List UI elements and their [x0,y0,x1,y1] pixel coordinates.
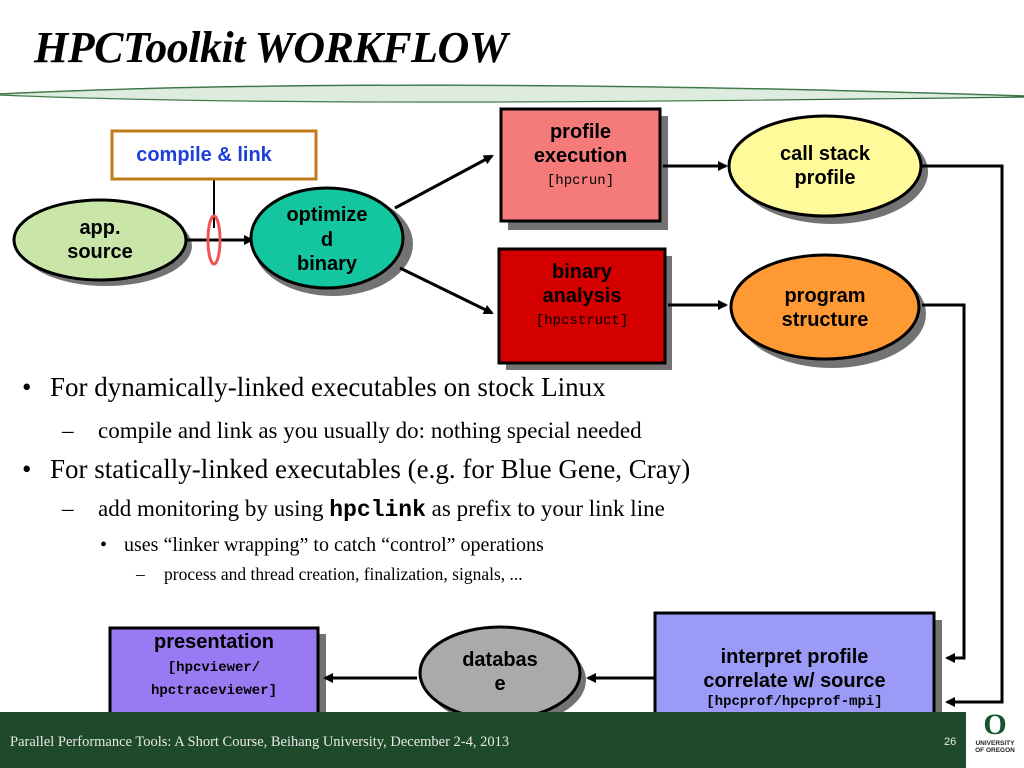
logo-line-2: OF OREGON [975,747,1015,754]
app-source-shape [12,198,188,282]
app-source-label: app. source [67,216,133,263]
program-structure-shape [729,253,921,361]
database-label: databas e [462,648,538,695]
call-stack-profile-label: call stack profile [779,142,871,189]
logo-line-1: UNIVERSITY [975,740,1015,747]
binary-analysis-shape [497,247,667,365]
hpclink-code: hpclink [329,497,426,523]
university-logo: O UNIVERSITY OF OREGON [966,708,1024,768]
dash-icon: – [136,564,145,584]
optimized-binary-label: optimize d binary [286,204,368,276]
bullet-dot-icon: • [22,372,32,402]
program-structure-label: program structure [781,284,869,331]
interpret-profile-label: interpret profile correlate w/ source [h… [703,646,886,710]
dash-icon: – [62,418,74,443]
presentation-shape [108,626,320,730]
profile-execution-shape [499,107,662,223]
optimized-binary-shape [249,186,405,290]
footer-bar [0,712,1024,768]
call-stack-shape [727,114,923,218]
dash-icon: – [62,496,74,521]
title-underline-wave [0,84,1024,103]
bullet-dot-icon: • [22,454,32,484]
logo-letter: O [983,708,1007,741]
sub-bullet-text: add monitoring by using hpclink as prefi… [98,496,665,523]
compile-link-label: compile & link [136,143,272,166]
page-number: 26 [944,736,957,748]
presentation-label: presentation [hpcviewer/ hpctraceviewer] [150,631,278,700]
compile-link-shape [110,129,318,181]
binary-analysis-label: binary analysis [hpcstruct] [535,261,629,329]
footer-text: Parallel Performance Tools: A Short Cour… [10,734,510,750]
profile-execution-label: profile execution [hpcrun] [533,121,628,189]
slide-title: HPCToolkit WORKFLOW [34,23,508,72]
bullet-dot-icon: • [100,534,108,556]
